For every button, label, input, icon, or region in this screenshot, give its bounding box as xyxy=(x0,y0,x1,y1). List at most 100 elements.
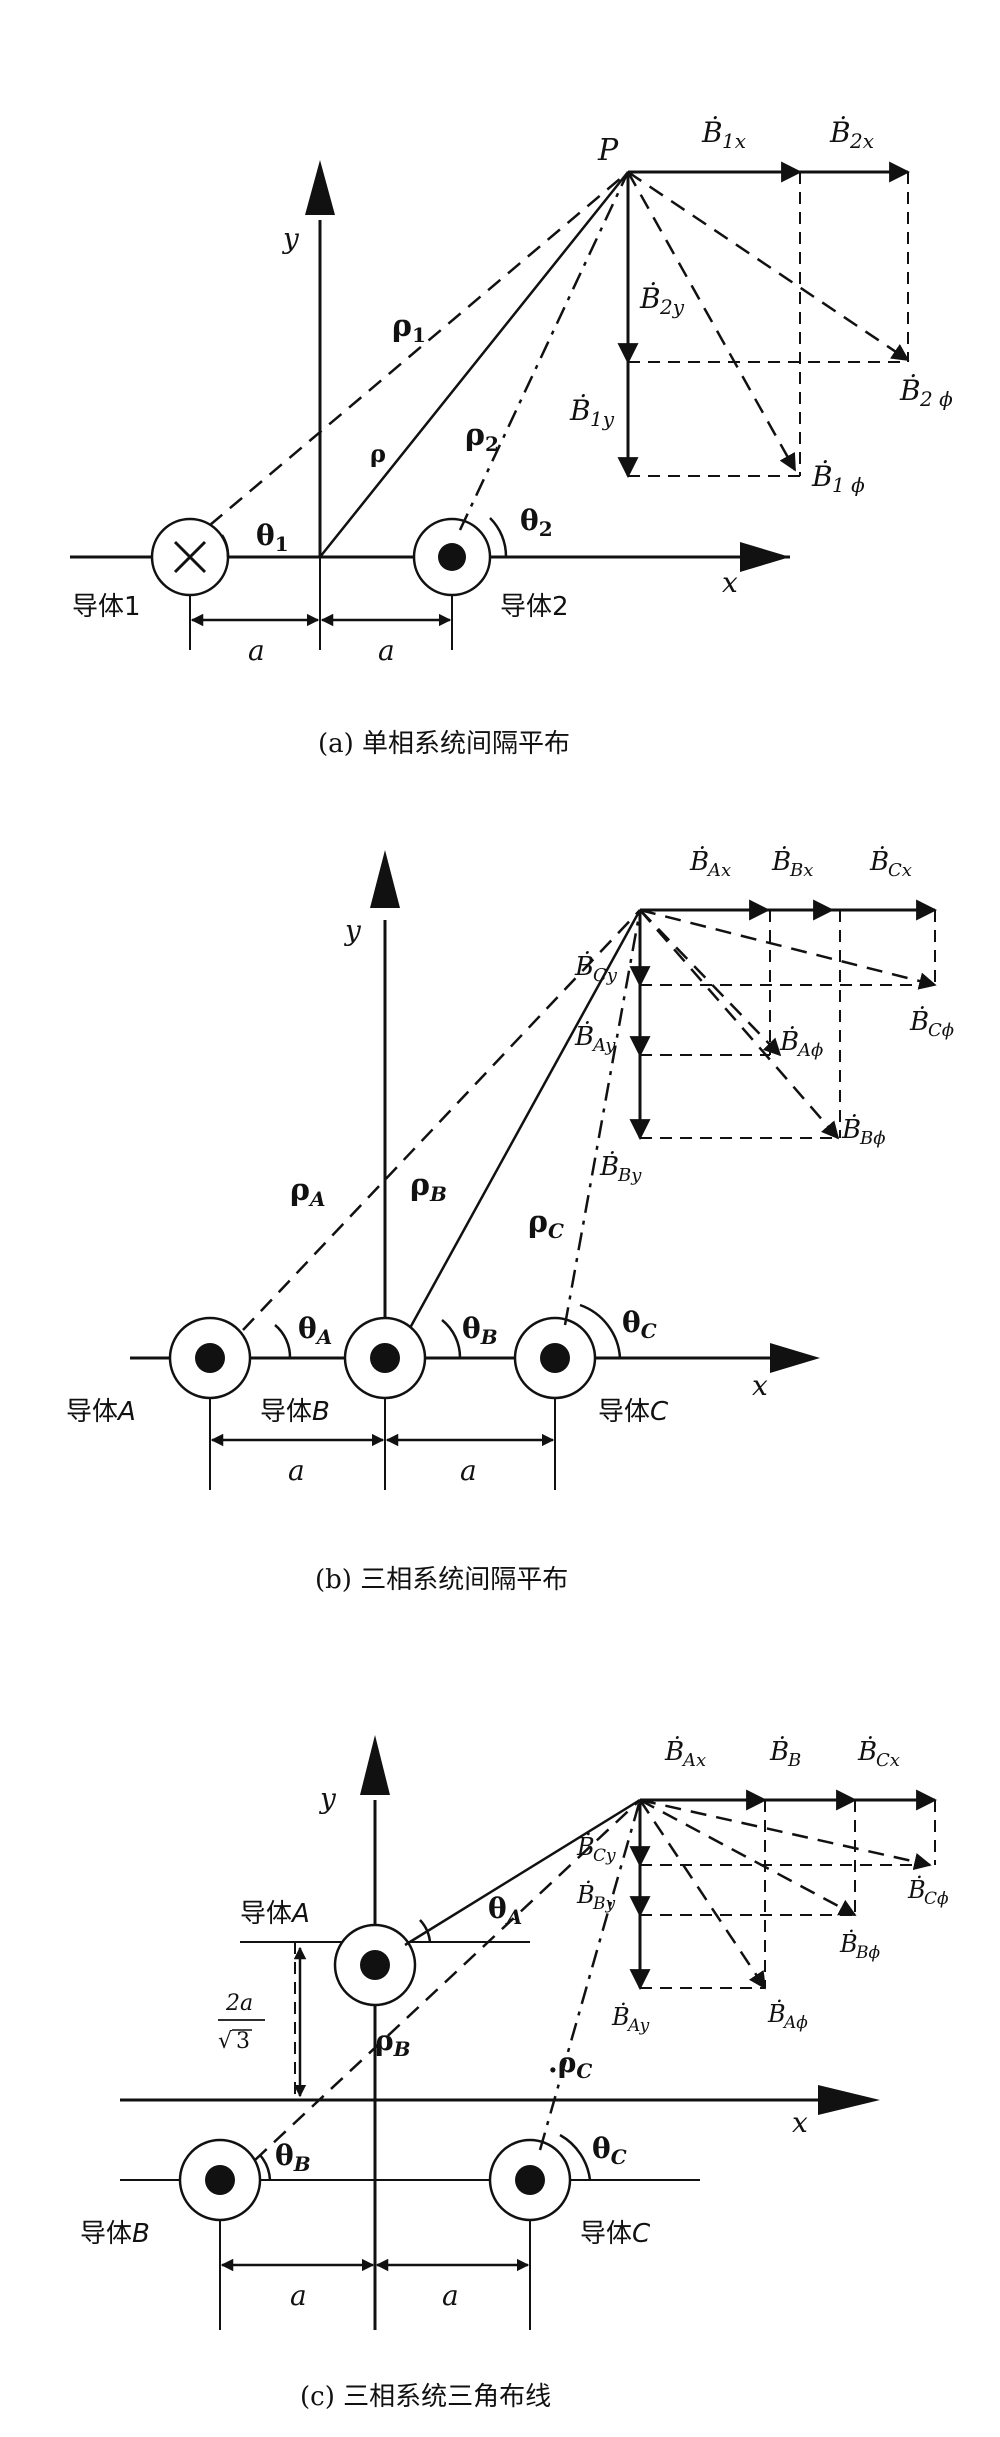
svg-text:Ax: Ax xyxy=(706,860,731,881)
conductor-1-label: 导体1 xyxy=(72,592,141,622)
y-axis-arrow xyxy=(305,160,335,215)
svg-text:Ḃ: Ḃ xyxy=(829,116,851,149)
svg-text:Cy: Cy xyxy=(593,1846,616,1866)
caption-a: (a) 单相系统间隔平布 xyxy=(318,729,570,759)
svg-text:Ḃ: Ḃ xyxy=(771,846,791,877)
svg-text:Ḃ: Ḃ xyxy=(841,1114,861,1145)
y-axis-arrow xyxy=(360,1735,390,1795)
svg-text:Ḃ: Ḃ xyxy=(599,1151,619,1182)
svg-text:3: 3 xyxy=(236,2029,250,2054)
panel-c-labels: x y 导体A 导体B 导体C a a 2a √ 3 ρB .ρC θA θB … xyxy=(80,1736,949,2412)
panel-b xyxy=(130,850,938,1490)
svg-text:Ḃ: Ḃ xyxy=(574,951,594,982)
dist-a-right: a xyxy=(442,2279,459,2312)
svg-text:B: B xyxy=(787,1750,801,1771)
svg-text:Bx: Bx xyxy=(789,860,813,881)
svg-text:1y: 1y xyxy=(590,407,615,431)
theta-b-label: θB xyxy=(462,1312,498,1349)
svg-text:Bϕ: Bϕ xyxy=(855,1943,880,1963)
svg-text:Ḃ: Ḃ xyxy=(811,460,833,493)
rho-c-label: .ρC xyxy=(548,2046,592,2083)
bcy-label: ḂCy xyxy=(576,1832,616,1866)
rho1-line xyxy=(209,171,629,526)
rho-b-line xyxy=(254,1799,641,2161)
conductor-a-label: 导体A xyxy=(66,1397,136,1427)
svg-text:By: By xyxy=(592,1894,615,1914)
rho-c-line xyxy=(563,909,642,1326)
rho-b-label: ρB xyxy=(410,1168,447,1206)
rho-a-line xyxy=(242,909,641,1331)
bcx-label: ḂCx xyxy=(857,1736,900,1771)
bcx-label: ḂCx xyxy=(869,846,912,881)
svg-text:Ay: Ay xyxy=(591,1035,616,1056)
rho-b-label: ρB xyxy=(375,2024,411,2061)
svg-text:Aϕ: Aϕ xyxy=(782,2013,808,2033)
point-p-label: P xyxy=(597,133,619,168)
caption-c: (c) 三相系统三角布线 xyxy=(300,2382,551,2412)
svg-text:Ḃ: Ḃ xyxy=(767,1999,786,2028)
conductor-c-label: 导体C xyxy=(598,1397,669,1427)
bby-label: ḂBy xyxy=(576,1880,615,1914)
svg-text:Ḃ: Ḃ xyxy=(857,1736,877,1767)
rho-a-label: ρA xyxy=(290,1173,325,1211)
svg-text:Cϕ: Cϕ xyxy=(928,1020,954,1041)
svg-text:Ḃ: Ḃ xyxy=(664,1736,684,1767)
theta-c-label: θC xyxy=(592,2132,627,2169)
svg-text:2a: 2a xyxy=(225,1991,253,2016)
y-axis-arrow xyxy=(370,850,400,908)
svg-text:Cy: Cy xyxy=(593,965,618,986)
height-fraction: 2a √ 3 xyxy=(218,1991,265,2054)
conductor-b-label: 导体B xyxy=(260,1397,330,1427)
theta1-label: θ1 xyxy=(256,519,289,556)
bbphi-label: ḂBϕ xyxy=(839,1929,880,1963)
dist-a-left: a xyxy=(248,634,265,667)
svg-text:2 ϕ: 2 ϕ xyxy=(919,387,953,411)
caption-b: (b) 三相系统间隔平布 xyxy=(315,1565,568,1595)
b1phi-vector xyxy=(626,171,797,472)
bcy-label: ḂCy xyxy=(574,951,618,986)
theta2-label: θ2 xyxy=(520,504,553,541)
svg-text:Cx: Cx xyxy=(876,1750,900,1771)
svg-text:Ax: Ax xyxy=(681,1750,706,1771)
x-axis-arrow xyxy=(740,542,790,572)
panel-b-labels: x y 导体A 导体B 导体C a a ρA ρB ρC θA θB θC ḂA… xyxy=(66,846,954,1595)
bax-label: ḂAx xyxy=(664,1736,706,1771)
svg-text:Ḃ: Ḃ xyxy=(574,1021,594,1052)
svg-text:Cx: Cx xyxy=(888,860,912,881)
theta-a-label: θA xyxy=(488,1892,522,1929)
rho-b-line xyxy=(408,909,642,1329)
conductor-a-label: 导体A xyxy=(240,1899,310,1929)
svg-text:Ḃ: Ḃ xyxy=(769,1736,789,1767)
y-axis-label: y xyxy=(318,1782,337,1815)
svg-text:1 ϕ: 1 ϕ xyxy=(832,473,865,497)
x-axis-arrow xyxy=(770,1343,820,1373)
y-axis-label: y xyxy=(281,222,300,255)
bby-label: ḂBy xyxy=(599,1151,642,1186)
svg-text:Ay: Ay xyxy=(626,2016,650,2036)
svg-text:Ḃ: Ḃ xyxy=(839,1929,858,1958)
bcphi-label: ḂCϕ xyxy=(907,1875,949,1909)
rho-label: ρ xyxy=(370,439,386,468)
svg-text:Ḃ: Ḃ xyxy=(576,1880,595,1909)
svg-text:2x: 2x xyxy=(849,129,874,153)
bay-label: ḂAy xyxy=(611,2002,650,2036)
theta-b-label: θB xyxy=(275,2139,311,2176)
conductor-b-label: 导体B xyxy=(80,2219,150,2249)
bb-label: ḂB xyxy=(769,1736,801,1771)
conductor-2-label: 导体2 xyxy=(500,592,569,622)
baphi-label: ḂAϕ xyxy=(779,1026,823,1061)
svg-text:Ḃ: Ḃ xyxy=(611,2002,630,2031)
dist-a-left: a xyxy=(288,1454,305,1487)
svg-text:2y: 2y xyxy=(659,295,685,319)
dist-a-right: a xyxy=(460,1454,477,1487)
bbx-label: ḂBx xyxy=(771,846,813,881)
svg-text:1x: 1x xyxy=(722,129,746,153)
svg-text:By: By xyxy=(617,1165,642,1186)
dist-a-right: a xyxy=(378,634,395,667)
